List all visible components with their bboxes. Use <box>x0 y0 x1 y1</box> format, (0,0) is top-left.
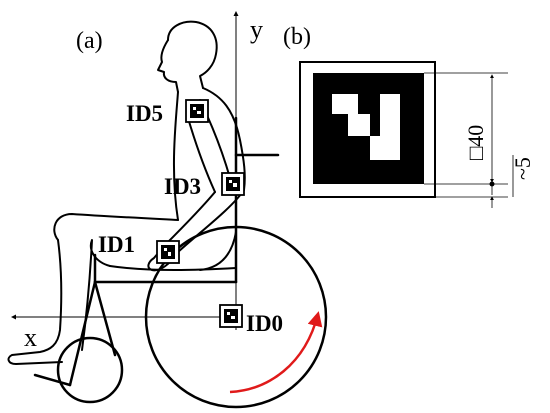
panel-a-label: (a) <box>76 28 103 54</box>
panel-b-label: (b) <box>283 24 311 50</box>
y-axis-label: y <box>250 15 263 44</box>
x-axis-label: x <box>24 323 37 352</box>
marker-label-id3: ID3 <box>164 174 201 199</box>
marker-id3 <box>221 172 245 196</box>
rotation-arrow <box>229 311 323 394</box>
marker-label-id0: ID0 <box>246 311 283 336</box>
marker-label-id1: ID1 <box>98 232 135 257</box>
dimension-inner-label: □40 <box>463 125 488 160</box>
panel-a: y x (a) ID5 <box>7 11 328 409</box>
human-silhouette <box>7 20 246 365</box>
marker-pattern <box>332 94 400 160</box>
dimension-gap-label: ~5 <box>510 157 535 180</box>
marker-label-id5: ID5 <box>126 101 163 126</box>
dimension-lines <box>424 72 514 208</box>
front-caster-wheel <box>56 336 124 404</box>
marker-id1 <box>156 240 180 264</box>
panel-b: (b) □40 ~5 <box>283 24 535 208</box>
dimension-dot <box>489 181 495 187</box>
marker-id5 <box>185 99 209 123</box>
marker-id0 <box>219 304 243 328</box>
